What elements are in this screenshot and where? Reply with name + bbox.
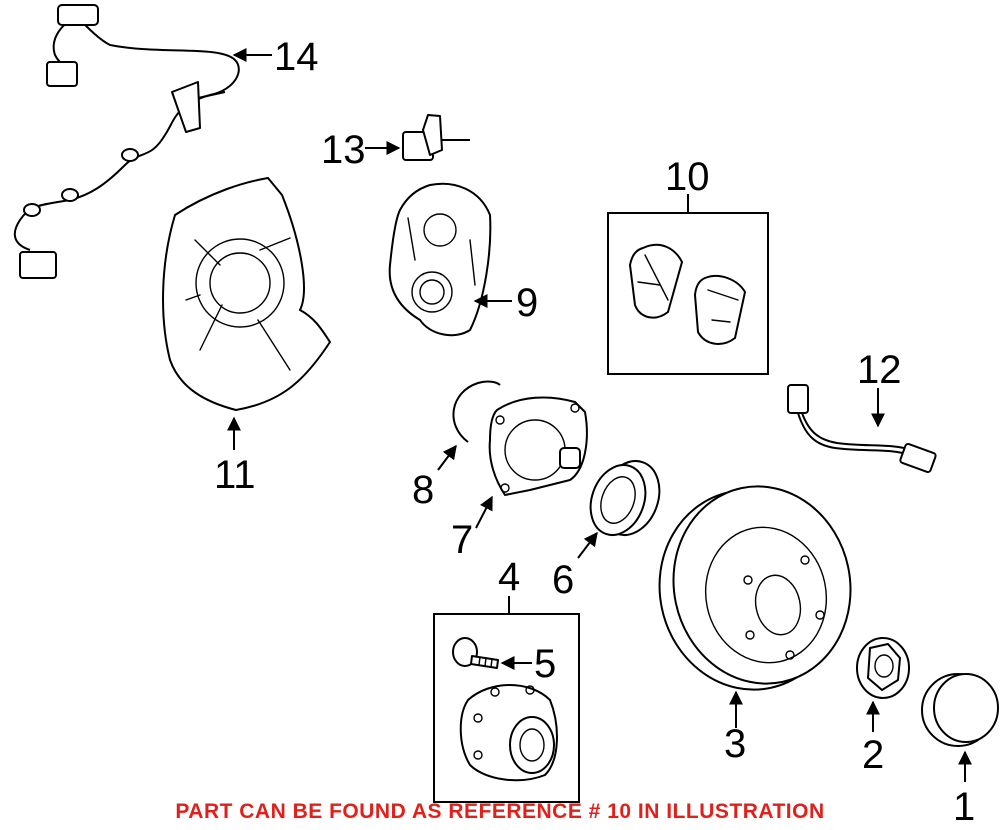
wheel-stud [452,637,499,669]
wheel-hub [459,684,558,782]
callout-13: 13 [321,128,366,172]
callout-5: 5 [534,642,556,686]
hub-bearing [488,396,588,496]
callout-14: 14 [274,35,319,79]
callout-11: 11 [214,453,256,497]
oil-seal [589,460,661,536]
callout-2: 2 [862,733,884,777]
callout-9: 9 [516,281,538,325]
leader-7 [475,495,493,529]
axle-nut [856,637,910,699]
brake-pads [629,243,746,345]
brake-hose [787,384,937,474]
callout-4: 4 [498,555,520,599]
brake-caliper [388,182,492,337]
callout-8: 8 [412,468,434,512]
callout-1: 1 [953,785,975,829]
callout-6: 6 [552,558,574,602]
reference-note: PART CAN BE FOUND AS REFERENCE # 10 IN I… [175,800,825,823]
speed-sensor [402,114,470,161]
abs-wire-harness [13,4,240,279]
callout-10: 10 [665,155,710,199]
brake-rotor [658,485,852,691]
leader-6 [577,531,598,559]
callout-12: 12 [857,348,902,392]
callout-3: 3 [724,722,746,766]
splash-shield [162,177,331,411]
grease-cap [921,673,999,747]
leader-8 [437,444,457,471]
callout-7: 7 [451,518,473,562]
hub-assembly-box [433,613,580,803]
snap-ring [452,380,501,443]
